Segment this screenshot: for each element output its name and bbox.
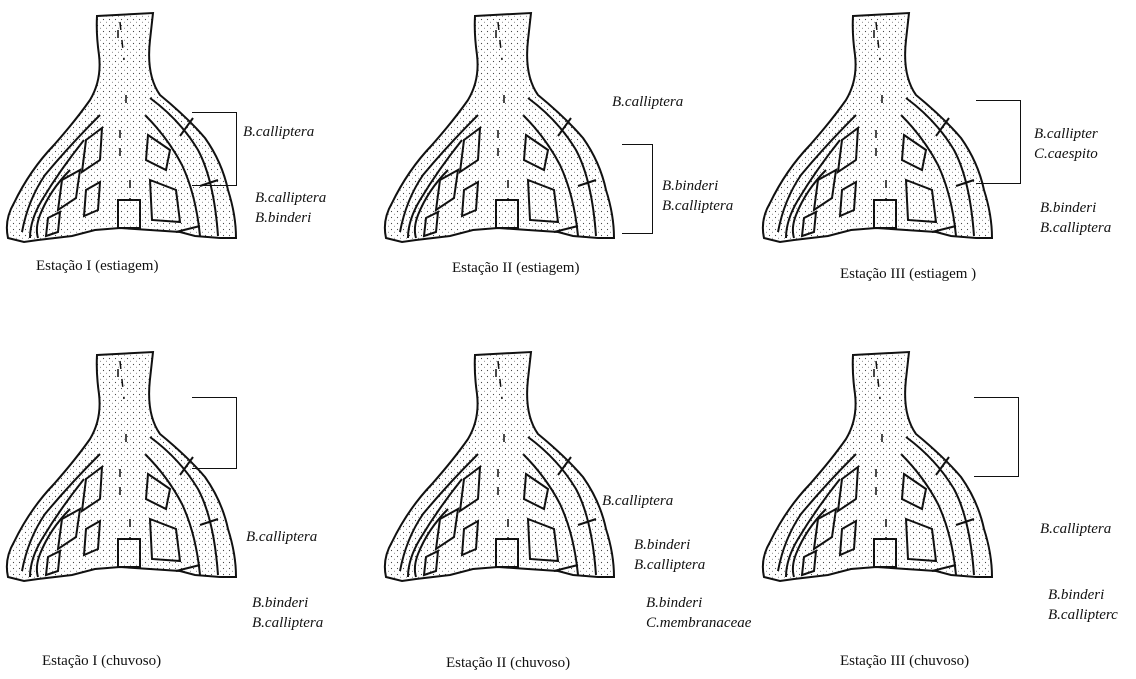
bracket: [976, 100, 1021, 184]
species-label: B.callipter C.caespito: [1034, 124, 1098, 164]
panel-caption: Estação III (estiagem ): [840, 266, 976, 283]
species-label: B.binderi B.calliptera: [252, 593, 323, 633]
bracket: [622, 144, 653, 234]
mangrove-trunk-illustration: [378, 0, 756, 339]
panel-caption: Estação II (chuvoso): [446, 655, 570, 672]
panel-caption: Estação III (chuvoso): [840, 653, 969, 670]
species-label: B.binderi B.calliptera: [1040, 198, 1111, 238]
species-label: B.calliptera: [612, 92, 683, 112]
panel-estacao-3-estiagem: B.callipter C.caespito B.binderi B.calli…: [756, 0, 1134, 339]
mangrove-trunk-illustration: [0, 0, 378, 339]
mangrove-trunk-illustration: [756, 339, 1134, 678]
panel-caption: Estação I (estiagem): [36, 258, 158, 275]
species-label: B.calliptera: [246, 527, 317, 547]
species-label: B.binderi B.calliptera: [634, 535, 705, 575]
mangrove-trunk-illustration: [756, 0, 1134, 339]
species-label: B.binderi B.calliptera: [662, 176, 733, 216]
species-label: B.calliptera: [243, 122, 314, 142]
species-label: B.binderi C.membranaceae: [646, 593, 751, 633]
panel-estacao-2-chuvoso: B.calliptera B.binderi B.calliptera B.bi…: [378, 339, 756, 678]
species-label: B.calliptera: [1040, 519, 1111, 539]
panel-estacao-2-estiagem: B.calliptera B.binderi B.calliptera Esta…: [378, 0, 756, 339]
panel-estacao-1-estiagem: B.calliptera B.calliptera B.binderi Esta…: [0, 0, 378, 339]
bracket: [192, 397, 237, 469]
bracket: [192, 112, 237, 186]
species-label: B.calliptera: [602, 491, 673, 511]
species-label: B.calliptera B.binderi: [255, 188, 326, 228]
panel-estacao-3-chuvoso: B.calliptera B.binderi B.callipterc Esta…: [756, 339, 1134, 678]
panel-caption: Estação II (estiagem): [452, 260, 579, 277]
species-label: B.binderi B.callipterc: [1048, 585, 1118, 625]
panel-caption: Estação I (chuvoso): [42, 653, 161, 670]
bracket: [974, 397, 1019, 477]
panel-estacao-1-chuvoso: B.calliptera B.binderi B.calliptera Esta…: [0, 339, 378, 678]
